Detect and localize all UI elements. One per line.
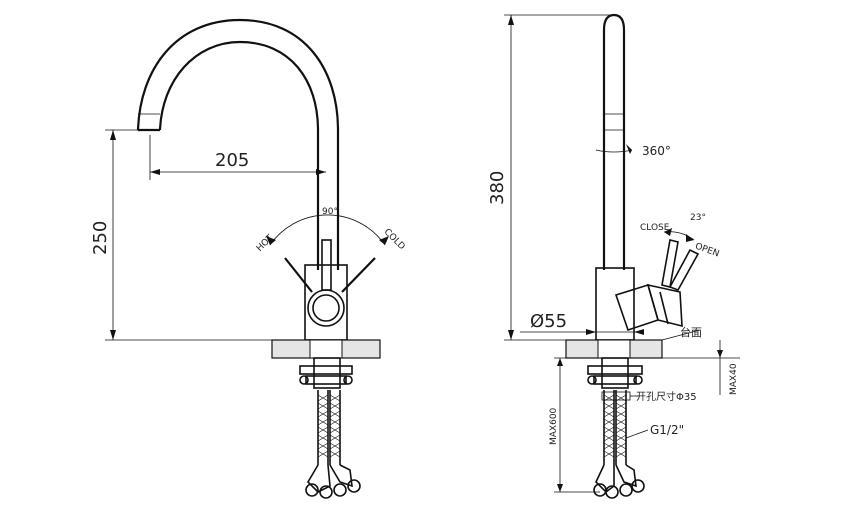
front-rotation-arc <box>269 214 386 246</box>
side-handle-slot <box>659 291 669 325</box>
side-thread-leader <box>625 429 649 439</box>
front-mount-hole <box>309 339 343 359</box>
front-handle-angle: 90° <box>322 207 338 217</box>
dim-diameter-arrow-left <box>586 329 596 335</box>
front-nut-plate <box>299 365 353 375</box>
dim-max40-value: MAX40 <box>729 363 739 395</box>
side-spout <box>602 13 626 270</box>
side-lever-arc-arrow-right <box>686 234 694 242</box>
front-hose-braid <box>317 394 341 458</box>
dim-diameter-arrow-right <box>634 329 644 335</box>
side-lever-closed <box>661 239 679 288</box>
dim-max600-value: MAX600 <box>549 407 559 445</box>
side-hose-fittings <box>593 464 645 499</box>
dim-reach-value: 205 <box>215 150 249 171</box>
dim-total-arrow-bottom <box>508 330 514 340</box>
dim-height-arrow-top <box>110 130 116 140</box>
front-arc-arrow-right <box>379 236 389 245</box>
dim-reach-arrow-left <box>150 169 160 175</box>
front-body <box>304 264 348 341</box>
front-spout-outer <box>136 18 340 270</box>
side-handle-cap <box>646 283 683 328</box>
side-lever-angle: 23° <box>690 213 706 223</box>
front-bolt-right <box>343 375 353 385</box>
front-hose-fittings <box>305 464 361 499</box>
dim-max600-arrow-top <box>557 358 563 366</box>
front-arc-arrow-left <box>266 236 276 245</box>
dim-reach-arrow-right <box>316 169 326 175</box>
front-handle-hub-inner <box>312 294 340 322</box>
dim-height-value: 250 <box>90 221 111 255</box>
front-hot-label: HOT <box>255 233 276 254</box>
side-washer <box>593 375 637 385</box>
dim-height-arrow-bottom <box>110 330 116 340</box>
side-close-label: CLOSE <box>640 223 670 233</box>
side-shank <box>601 357 629 389</box>
side-view: 360° 23° CLOSE OPEN 台面 <box>487 13 740 499</box>
side-counter-leader <box>661 329 701 341</box>
dim-diameter-value: Ø55 <box>530 311 567 332</box>
side-lever-arc-arrow-left <box>664 228 672 236</box>
front-shank <box>313 357 341 389</box>
side-lever-open <box>668 248 700 291</box>
side-open-label: OPEN <box>694 242 721 260</box>
front-cold-handle <box>341 257 376 293</box>
side-handle-block <box>614 283 659 332</box>
dim-max40-arrow <box>717 350 723 358</box>
side-mount-hole <box>597 339 631 359</box>
dim-total-value: 380 <box>487 171 508 205</box>
front-bolt-left <box>299 375 309 385</box>
side-rotation-arc <box>595 149 633 153</box>
side-bolt-left <box>587 375 597 385</box>
dim-total-arrow-top <box>508 15 514 25</box>
front-hot-handle <box>284 257 313 293</box>
front-lever <box>321 239 332 291</box>
side-bolt-right <box>633 375 643 385</box>
side-hoses <box>603 390 627 465</box>
side-rotation-arrow <box>626 144 632 154</box>
side-hole-label: 开孔尺寸Φ35 <box>636 390 697 403</box>
side-hose-braid <box>603 394 627 458</box>
front-view: 90° HOT COLD <box>90 18 407 499</box>
side-thread-label: G1/2" <box>650 423 684 437</box>
front-washer <box>305 375 347 385</box>
dim-max600-arrow-bottom <box>557 484 563 492</box>
side-rotation-label: 360° <box>642 144 671 158</box>
front-spout-inner <box>158 40 320 270</box>
side-nut-plate <box>587 365 643 375</box>
side-counter-label: 台面 <box>680 325 702 339</box>
